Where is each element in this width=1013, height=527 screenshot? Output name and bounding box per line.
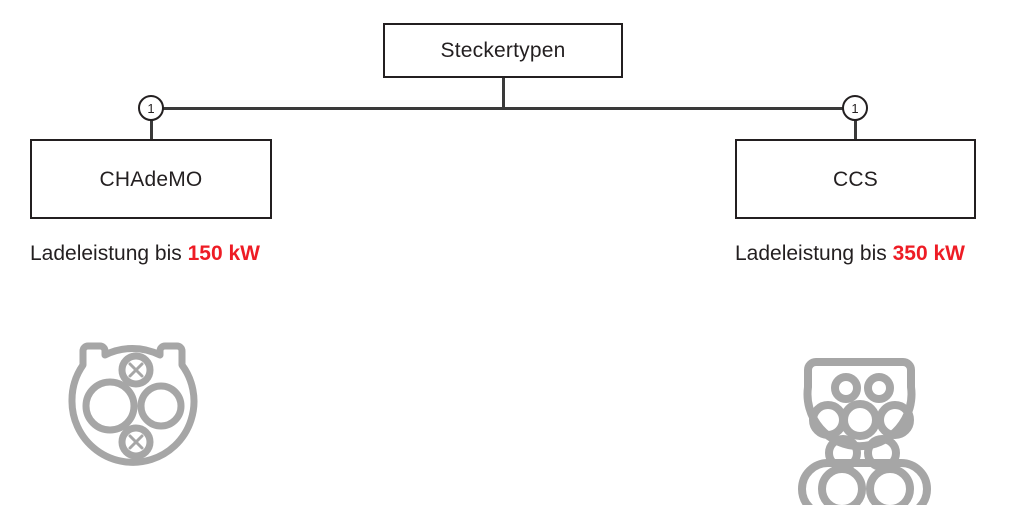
node-box-ccs[interactable]: CCS <box>735 139 976 219</box>
chademo-connector-icon <box>60 318 205 468</box>
ccs-connector-icon <box>792 325 937 519</box>
node-label: Steckertypen <box>440 39 566 62</box>
cardinality-value: 1 <box>851 100 859 116</box>
connector-line-stub-chademo <box>150 109 153 140</box>
caption-power-value: 150 kW <box>187 242 260 265</box>
caption-prefix: Ladeleistung bis <box>30 242 182 265</box>
connector-line-stub-ccs <box>854 109 857 140</box>
connector-line-horizontal <box>151 107 856 110</box>
node-label: CHAdeMO <box>99 167 203 191</box>
cardinality-marker-chademo: 1 <box>138 95 164 121</box>
power-caption-ccs: Ladeleistung bis 350 kW <box>735 243 965 264</box>
node-label: CCS <box>833 167 878 191</box>
cardinality-value: 1 <box>147 100 155 116</box>
node-box-steckertypen[interactable]: Steckertypen <box>383 23 623 78</box>
power-caption-chademo: Ladeleistung bis 150 kW <box>30 243 260 264</box>
caption-power-value: 350 kW <box>892 242 965 265</box>
node-box-chademo[interactable]: CHAdeMO <box>30 139 272 219</box>
cardinality-marker-ccs: 1 <box>842 95 868 121</box>
caption-prefix: Ladeleistung bis <box>735 242 887 265</box>
connector-line-root-stub <box>502 78 505 109</box>
